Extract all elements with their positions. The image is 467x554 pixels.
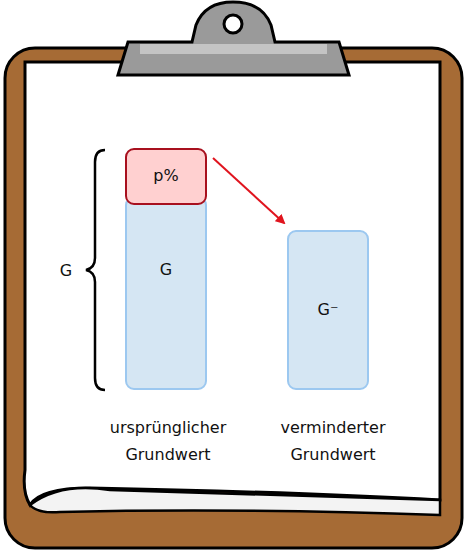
curly-brace [86, 150, 105, 390]
bar-caption: verminderter Grundwert [253, 414, 413, 468]
node-text: G [160, 259, 172, 281]
node-text: G⁻ [318, 299, 339, 321]
value-bar: G⁻ [287, 230, 369, 390]
percent-box: p% [125, 148, 207, 205]
brace-label: G [50, 257, 82, 284]
value-bar: G [125, 196, 207, 390]
node-text: p% [153, 165, 178, 187]
reduction-arrow [213, 158, 284, 223]
bar-caption: ursprünglicher Grundwert [88, 414, 248, 468]
